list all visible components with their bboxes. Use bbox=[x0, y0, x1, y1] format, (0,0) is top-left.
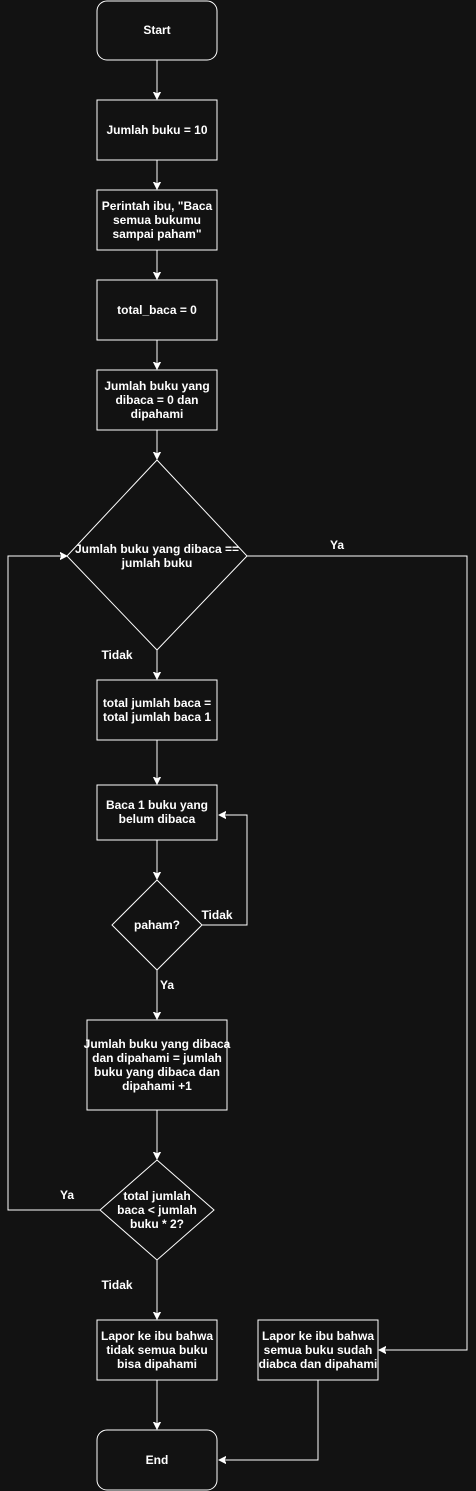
edge-label-total-no: Tidak bbox=[101, 1278, 132, 1292]
node-label-line: dan dipahami = jumlah bbox=[92, 1051, 222, 1065]
node-label-line: Jumlah buku = 10 bbox=[106, 123, 207, 137]
edge-label-paham-yes: Ya bbox=[160, 978, 174, 992]
node-label-line: buku * 2? bbox=[130, 1217, 184, 1231]
node-label-line: sampai paham" bbox=[112, 227, 201, 241]
node-label-line: dibaca = 0 dan bbox=[115, 393, 198, 407]
node-label-line: semua buku sudah bbox=[264, 1343, 373, 1357]
edge-label-paham-no: Tidak bbox=[201, 908, 232, 922]
node-label-line: paham? bbox=[134, 918, 180, 932]
node-cond-paham[interactable]: paham? bbox=[111, 879, 203, 971]
node-label-line: total jumlah bbox=[123, 1189, 190, 1203]
node-label-line: buku yang dibaca dan bbox=[94, 1065, 220, 1079]
node-increment-total[interactable]: total jumlah baca =total jumlah baca 1 bbox=[96, 679, 218, 741]
node-label-line: Jumlah buku yang bbox=[104, 379, 209, 393]
node-total-baca[interactable]: total_baca = 0 bbox=[96, 279, 218, 341]
node-total-baca-label: total_baca = 0 bbox=[117, 303, 197, 317]
edge-cond-yes-to-success bbox=[247, 555, 468, 1350]
node-jumlah-buku[interactable]: Jumlah buku = 10 bbox=[96, 99, 218, 161]
node-label-line: Start bbox=[143, 23, 170, 37]
edges bbox=[7, 60, 468, 1460]
node-label-line: End bbox=[146, 1453, 169, 1467]
node-label-line: dipahami +1 bbox=[122, 1079, 192, 1093]
node-label-line: bisa dipahami bbox=[117, 1357, 197, 1371]
node-label-line: total_baca = 0 bbox=[117, 303, 197, 317]
edge-label-total-yes: Ya bbox=[60, 1188, 74, 1202]
node-label-line: Perintah ibu, "Baca bbox=[102, 199, 213, 213]
node-label-line: Baca 1 buku yang bbox=[106, 798, 208, 812]
node-start-label: Start bbox=[143, 23, 170, 37]
node-cond-paham-label: paham? bbox=[134, 918, 180, 932]
node-label-line: Jumlah buku yang dibaca bbox=[84, 1037, 231, 1051]
node-label-line: dipahami bbox=[131, 407, 184, 421]
edge-paham-no-loop bbox=[202, 815, 248, 926]
node-start[interactable]: Start bbox=[96, 0, 218, 61]
edge-label-all-read-yes: Ya bbox=[330, 538, 344, 552]
node-cond-all-read-label: Jumlah buku yang dibaca ==jumlah buku bbox=[75, 542, 239, 570]
node-label-line: semua bukumu bbox=[113, 213, 201, 227]
edge-label-all-read-no: Tidak bbox=[101, 648, 132, 662]
node-label-line: Lapor ke ibu bahwa bbox=[101, 1329, 213, 1343]
node-increment-total-label: total jumlah baca =total jumlah baca 1 bbox=[103, 696, 212, 724]
node-label-line: tidak semua buku bbox=[106, 1343, 207, 1357]
node-label-line: diabca dan dipahami bbox=[259, 1357, 378, 1371]
edge-success-to-end bbox=[219, 1380, 319, 1460]
node-label-line: total jumlah baca = bbox=[103, 696, 211, 710]
node-end-label: End bbox=[146, 1453, 169, 1467]
node-end[interactable]: End bbox=[96, 1429, 218, 1491]
node-label-line: Lapor ke ibu bahwa bbox=[262, 1329, 374, 1343]
node-jumlah-buku-label: Jumlah buku = 10 bbox=[106, 123, 207, 137]
node-label-line: total jumlah baca 1 bbox=[103, 710, 211, 724]
node-cond-all-read[interactable]: Jumlah buku yang dibaca ==jumlah buku bbox=[66, 459, 248, 651]
node-label-line: baca < jumlah bbox=[117, 1203, 197, 1217]
node-label-line: Jumlah buku yang dibaca == bbox=[75, 542, 239, 556]
node-label-line: jumlah buku bbox=[121, 556, 193, 570]
node-label-line: belum dibaca bbox=[119, 812, 196, 826]
edge-cond-total-yes-loop bbox=[7, 556, 100, 1211]
